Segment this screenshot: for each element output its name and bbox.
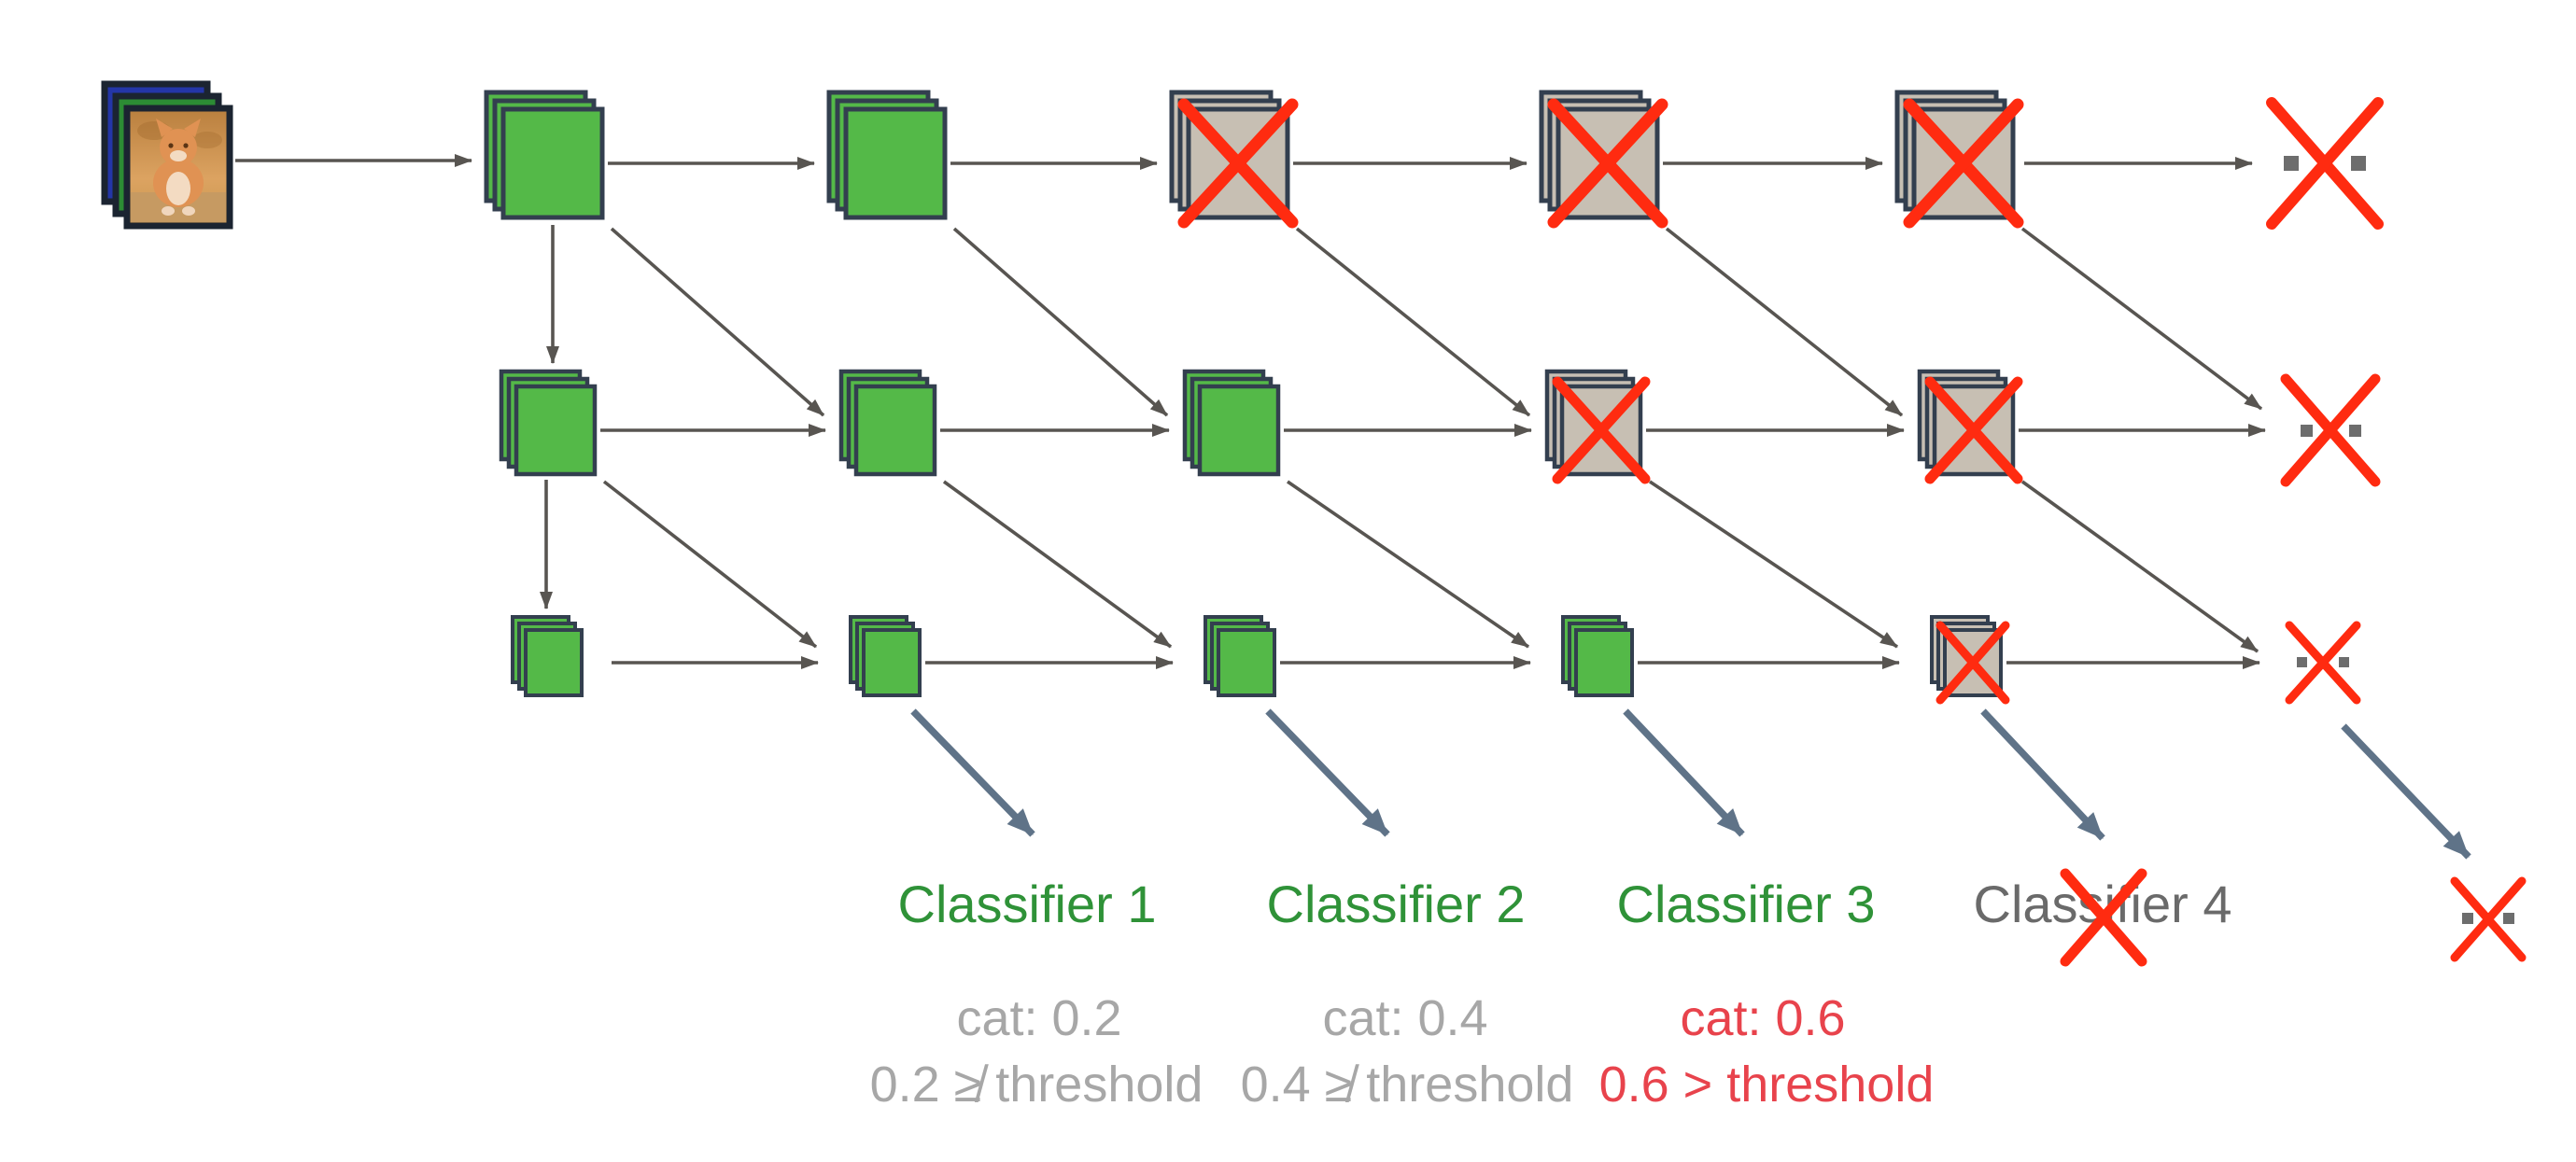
block-s3-c2-computed xyxy=(849,615,922,697)
cross-icon xyxy=(2450,876,2527,962)
prediction-classifier-3: cat: 0.6 xyxy=(1680,990,1845,1046)
ellipsis-dot xyxy=(2284,156,2299,171)
block-s2-c1-computed xyxy=(499,369,598,477)
flow-arrow xyxy=(952,227,1169,417)
classifier-2-label: Classifier 2 xyxy=(1267,875,1526,933)
classifier-4-cross-icon xyxy=(2060,868,2147,967)
exit-arrow-classifier-4 xyxy=(1980,708,2105,841)
exit-arrow-classifier-2 xyxy=(1265,708,1390,837)
block-s1-c2-computed xyxy=(826,90,948,220)
classifier-labels: Classifier 1 Classifier 2 Classifier 3 C… xyxy=(898,868,2527,967)
ellipsis-s1-skipped xyxy=(2266,97,2384,230)
flow-arrow xyxy=(610,227,825,417)
prediction-classifier-1: cat: 0.2 xyxy=(956,990,1121,1046)
cross-icon xyxy=(1924,376,2023,484)
classifier-results: cat: 0.2 cat: 0.4 cat: 0.6 0.2 ≱ thresho… xyxy=(870,990,1935,1113)
cross-icon xyxy=(1177,98,1299,229)
block-s2-c4-skipped xyxy=(1544,369,1651,484)
block-s2-c2-computed xyxy=(838,369,937,477)
classifier-3-label: Classifier 3 xyxy=(1617,875,1876,933)
input-image-stack xyxy=(101,80,233,230)
cross-icon xyxy=(2280,373,2381,487)
flow-arrow xyxy=(942,480,1173,649)
cross-icon xyxy=(1936,621,2010,705)
block-s3-c4-computed xyxy=(1561,615,1634,697)
ellipsis-dot xyxy=(2503,913,2514,924)
classifier-1-label: Classifier 1 xyxy=(898,875,1157,933)
cross-icon xyxy=(1903,98,2024,229)
cross-icon xyxy=(2285,621,2361,705)
flow-arrow xyxy=(2020,480,2259,653)
condition-classifier-3: 0.6 > threshold xyxy=(1599,1057,1935,1113)
cross-icon xyxy=(1547,98,1668,229)
ellipsis-s3-skipped xyxy=(2285,621,2361,705)
block-s1-c4-skipped xyxy=(1539,90,1668,229)
condition-classifier-1: 0.2 ≱ threshold xyxy=(870,1057,1204,1113)
condition-classifier-2: 0.4 ≱ threshold xyxy=(1241,1057,1574,1113)
flow-arrows xyxy=(235,154,2266,669)
block-s3-c5-skipped xyxy=(1930,615,2010,705)
flow-arrow xyxy=(1295,227,1531,417)
block-s1-c3-skipped xyxy=(1169,90,1299,229)
ellipsis-dot xyxy=(2462,913,2473,924)
ellipsis-s2-skipped xyxy=(2280,373,2381,487)
exit-arrows xyxy=(910,708,2471,860)
exit-arrow-ellipsis xyxy=(2341,723,2471,860)
ellipsis-dot xyxy=(2301,425,2313,437)
block-s3-c3-computed xyxy=(1204,615,1276,697)
prediction-classifier-2: cat: 0.4 xyxy=(1322,990,1487,1046)
exit-arrow-classifier-3 xyxy=(1623,708,1745,837)
ellipsis-dot xyxy=(2297,657,2307,667)
cross-icon xyxy=(2266,97,2384,230)
ellipsis-dot xyxy=(2351,156,2366,171)
block-s3-c1-computed xyxy=(511,615,584,697)
flow-arrow xyxy=(602,480,818,649)
ellipsis-dot xyxy=(2349,425,2361,437)
flow-arrow xyxy=(1649,480,1898,649)
flow-arrow xyxy=(2020,227,2263,411)
block-s1-c5-skipped xyxy=(1894,90,2024,229)
row-scale-3 xyxy=(511,615,2361,705)
row-scale-1 xyxy=(484,90,2384,230)
flow-arrow xyxy=(1286,480,1530,649)
cross-icon xyxy=(1552,376,1651,484)
row-scale-2 xyxy=(499,369,2381,487)
block-s1-c1-computed xyxy=(484,90,605,220)
flow-arrow xyxy=(1665,227,1904,417)
block-s2-c5-skipped xyxy=(1917,369,2023,484)
ellipsis-classifier-skipped xyxy=(2450,876,2527,962)
ellipsis-dot xyxy=(2339,657,2349,667)
cat-illustration xyxy=(131,119,226,222)
block-s2-c3-computed xyxy=(1182,369,1281,477)
exit-arrow-classifier-1 xyxy=(910,708,1035,837)
